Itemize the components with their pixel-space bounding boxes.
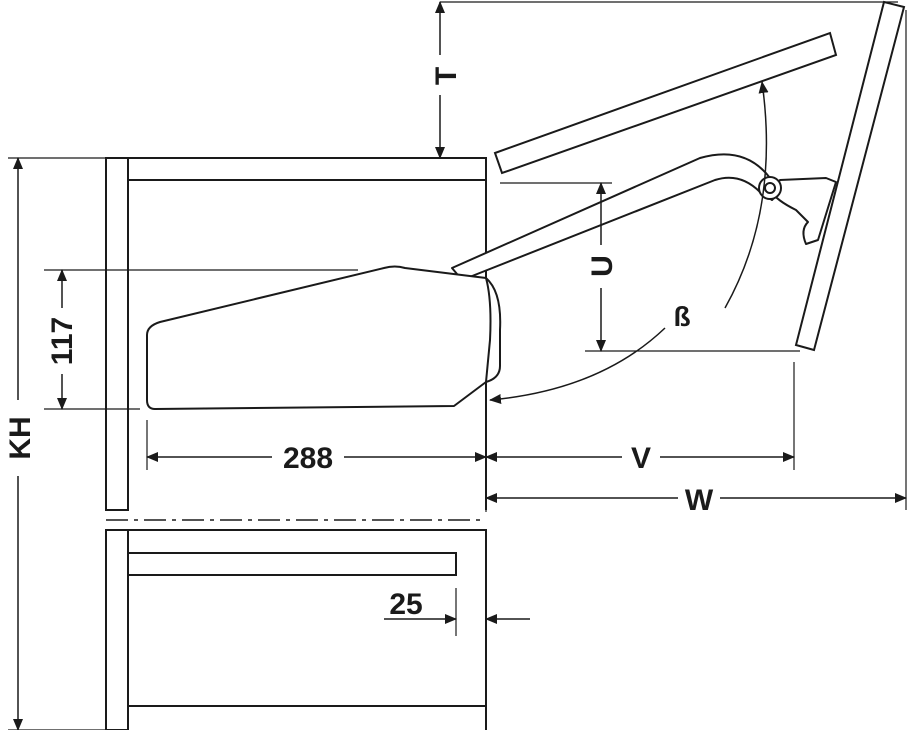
cabinet-side-panel-upper — [105, 157, 129, 511]
lift-mechanism — [146, 153, 837, 410]
pivot-inner — [764, 182, 776, 194]
flap-panel-upright — [794, 0, 906, 352]
label-u: U — [586, 255, 619, 277]
fitting-housing — [146, 265, 502, 410]
dimension-lines — [13, 1, 907, 730]
labels: T KH 117 288 U ß V W 25 — [4, 67, 714, 621]
cabinet-lower — [105, 529, 487, 730]
flap-panel-tilted — [493, 31, 838, 175]
cabinet-shelf — [127, 552, 457, 576]
label-288: 288 — [283, 442, 333, 475]
label-kh: KH — [4, 416, 37, 459]
cabinet-side-panel-lower — [105, 529, 129, 730]
label-25: 25 — [389, 588, 422, 621]
housing-detail — [485, 277, 492, 383]
label-beta: ß — [673, 301, 690, 332]
flap-panels — [493, 0, 906, 352]
label-117: 117 — [46, 317, 79, 365]
cabinet-outline-upper — [106, 157, 487, 510]
angle-arc-beta-upper — [724, 81, 769, 309]
cabinet-outline-lower — [106, 529, 487, 730]
label-t: T — [430, 67, 463, 85]
label-w: W — [685, 484, 714, 517]
angle-arc-beta-lower — [489, 327, 666, 404]
label-v: V — [631, 442, 651, 475]
cabinet-upper — [105, 157, 487, 511]
